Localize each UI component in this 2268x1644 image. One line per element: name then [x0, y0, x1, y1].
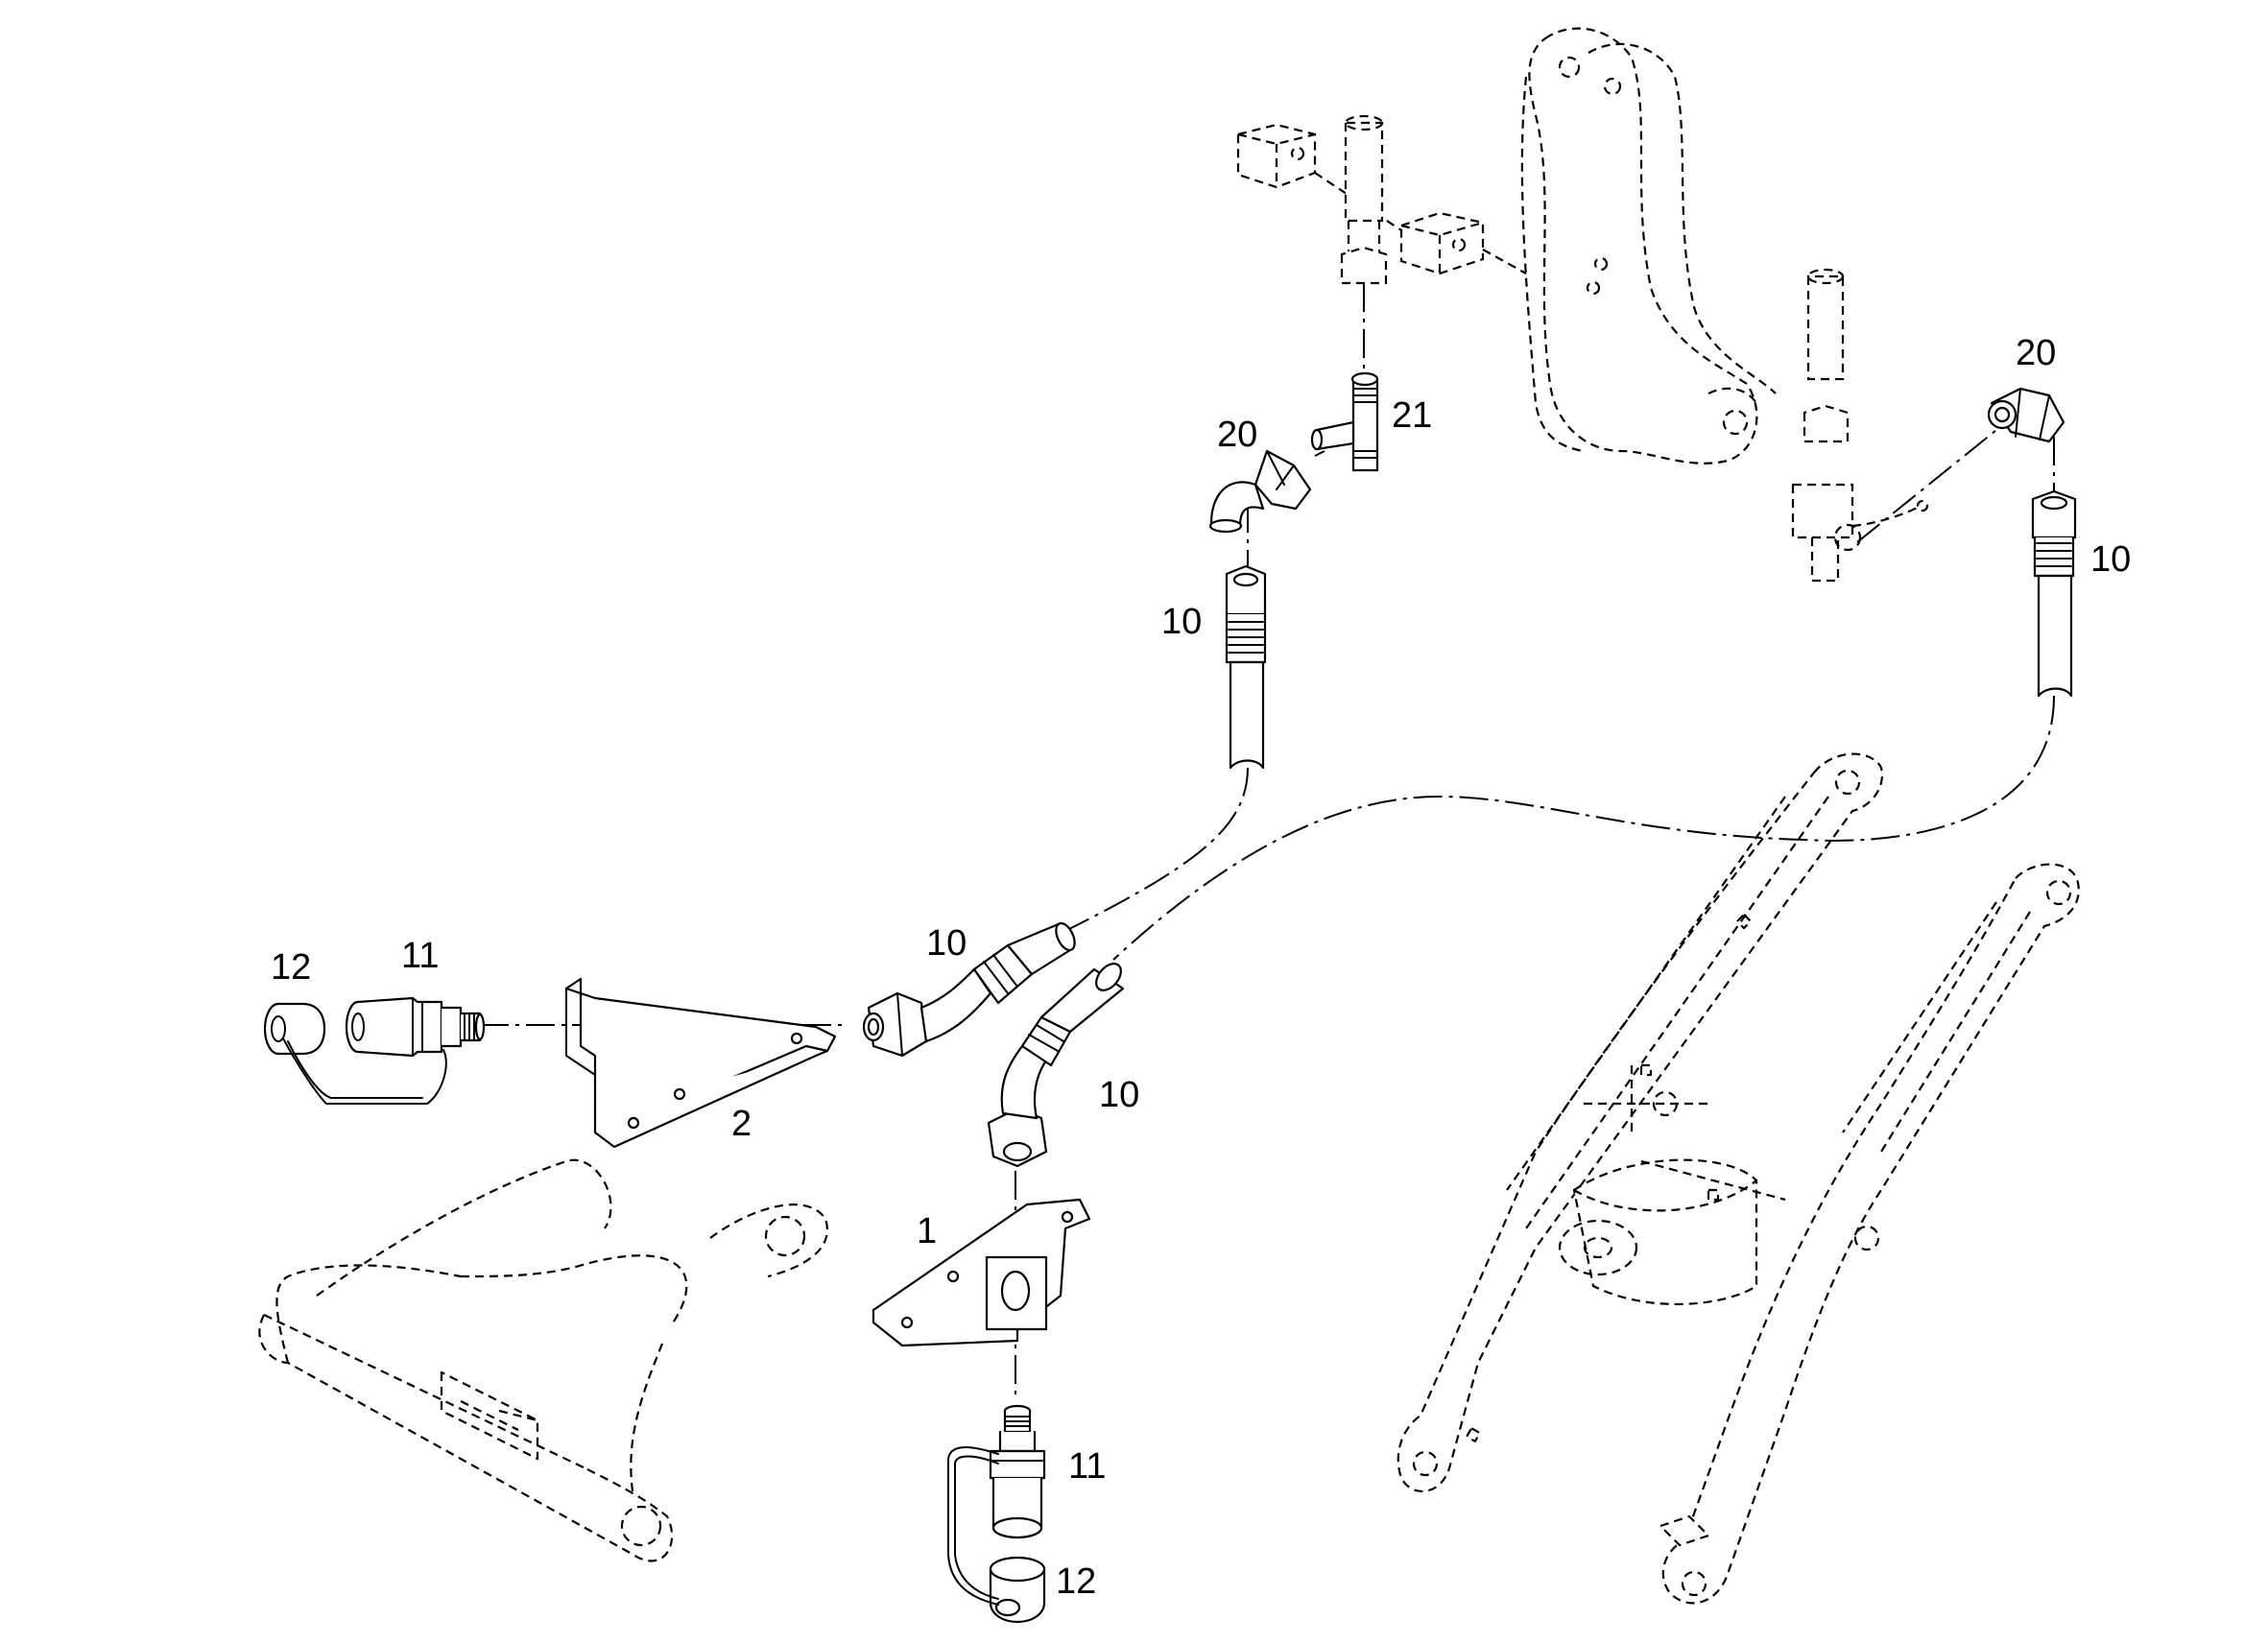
- clamp-blocks: [1236, 123, 1527, 275]
- hose-10-bend-lower: [987, 963, 1125, 1168]
- callout-1: 1: [917, 1211, 937, 1251]
- callout-2: 2: [731, 1104, 752, 1144]
- callout-11-bottom: 11: [1068, 1446, 1106, 1487]
- callout-12-bottom: 12: [1056, 1561, 1096, 1602]
- right-pipe-stub: [1791, 268, 1929, 583]
- callout-21: 21: [1392, 395, 1432, 436]
- callout-12-left: 12: [271, 947, 311, 988]
- elbow-fitting-20-center: [1208, 449, 1312, 534]
- elbow-fitting-20-right: [1987, 387, 2065, 443]
- callout-20-right: 20: [2016, 333, 2056, 373]
- callout-10-center: 10: [1161, 602, 1202, 642]
- callout-10-bend-upper: 10: [926, 923, 967, 964]
- callout-11-left: 11: [401, 936, 439, 976]
- upper-pipe-stub: [1340, 114, 1388, 285]
- callout-10-bend-lower: 10: [1099, 1075, 1139, 1115]
- coupling-11-bottom: [989, 1404, 1046, 1539]
- bracket-1: [871, 1198, 1091, 1347]
- callout-10-right: 10: [2090, 539, 2131, 580]
- bracket-2: [564, 977, 837, 1149]
- dust-cap-12-left: [263, 1002, 447, 1105]
- dust-cap-12-bottom: [947, 1446, 1046, 1624]
- callout-20-center: 20: [1217, 415, 1257, 455]
- lower-right-frame-rails: [1397, 752, 2080, 1605]
- lower-left-frame-arm: [258, 1158, 828, 1562]
- hose-10-bend-upper: [862, 921, 1076, 1058]
- hose-10-right: [2031, 489, 2077, 698]
- coupling-11-left: [345, 996, 486, 1058]
- hose-10-center: [1225, 564, 1267, 770]
- upper-frame-bracket: [1520, 27, 1777, 465]
- tee-fitting-21: [1310, 371, 1379, 472]
